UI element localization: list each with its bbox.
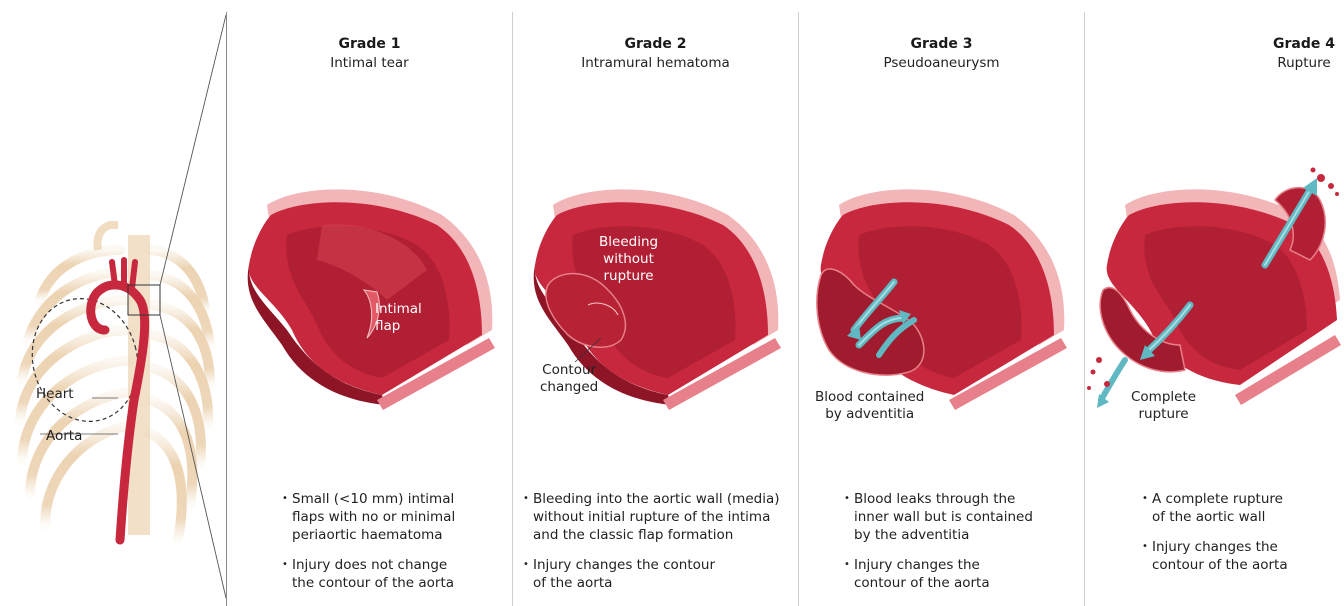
grade-3-panel: Grade 3 Pseudoaneurysm Blood contained b…	[799, 0, 1084, 606]
bullet-point: A complete rupture of the aortic wall	[1142, 490, 1288, 526]
bullet-point: Injury changes the contour of the aorta	[523, 556, 780, 592]
bullet-point: Bleeding into the aortic wall (media) wi…	[523, 490, 780, 544]
complete-rupture-label: Complete rupture	[1131, 389, 1196, 423]
bullet-point: Injury does not change the contour of th…	[282, 556, 455, 592]
bullet-point: Injury changes the contour of the aorta	[1142, 538, 1288, 574]
intimal-flap-label: Intimal flap	[375, 301, 422, 335]
blood-contained-label: Blood contained by adventitia	[815, 389, 924, 423]
grade-4-panel: Grade 4 Rupture Complete rup	[1085, 0, 1344, 606]
bullet-point: Small (<10 mm) intimal flaps with no or …	[282, 490, 455, 544]
bullet-point: Injury changes the contour of the aorta	[844, 556, 1033, 592]
grade-3-bullets: Blood leaks through the inner wall but i…	[844, 490, 1033, 604]
grade-1-bullets: Small (<10 mm) intimal flaps with no or …	[282, 490, 455, 604]
bullet-point: Blood leaks through the inner wall but i…	[844, 490, 1033, 544]
grade-2-bullets: Bleeding into the aortic wall (media) wi…	[523, 490, 780, 604]
grade-4-bullets: A complete rupture of the aortic wall In…	[1142, 490, 1288, 586]
grade-2-panel: Grade 2 Intramural hematoma Bleeding wit…	[513, 0, 798, 606]
grade-1-panel: Grade 1 Intimal tear Intimal flap Small …	[227, 0, 512, 606]
